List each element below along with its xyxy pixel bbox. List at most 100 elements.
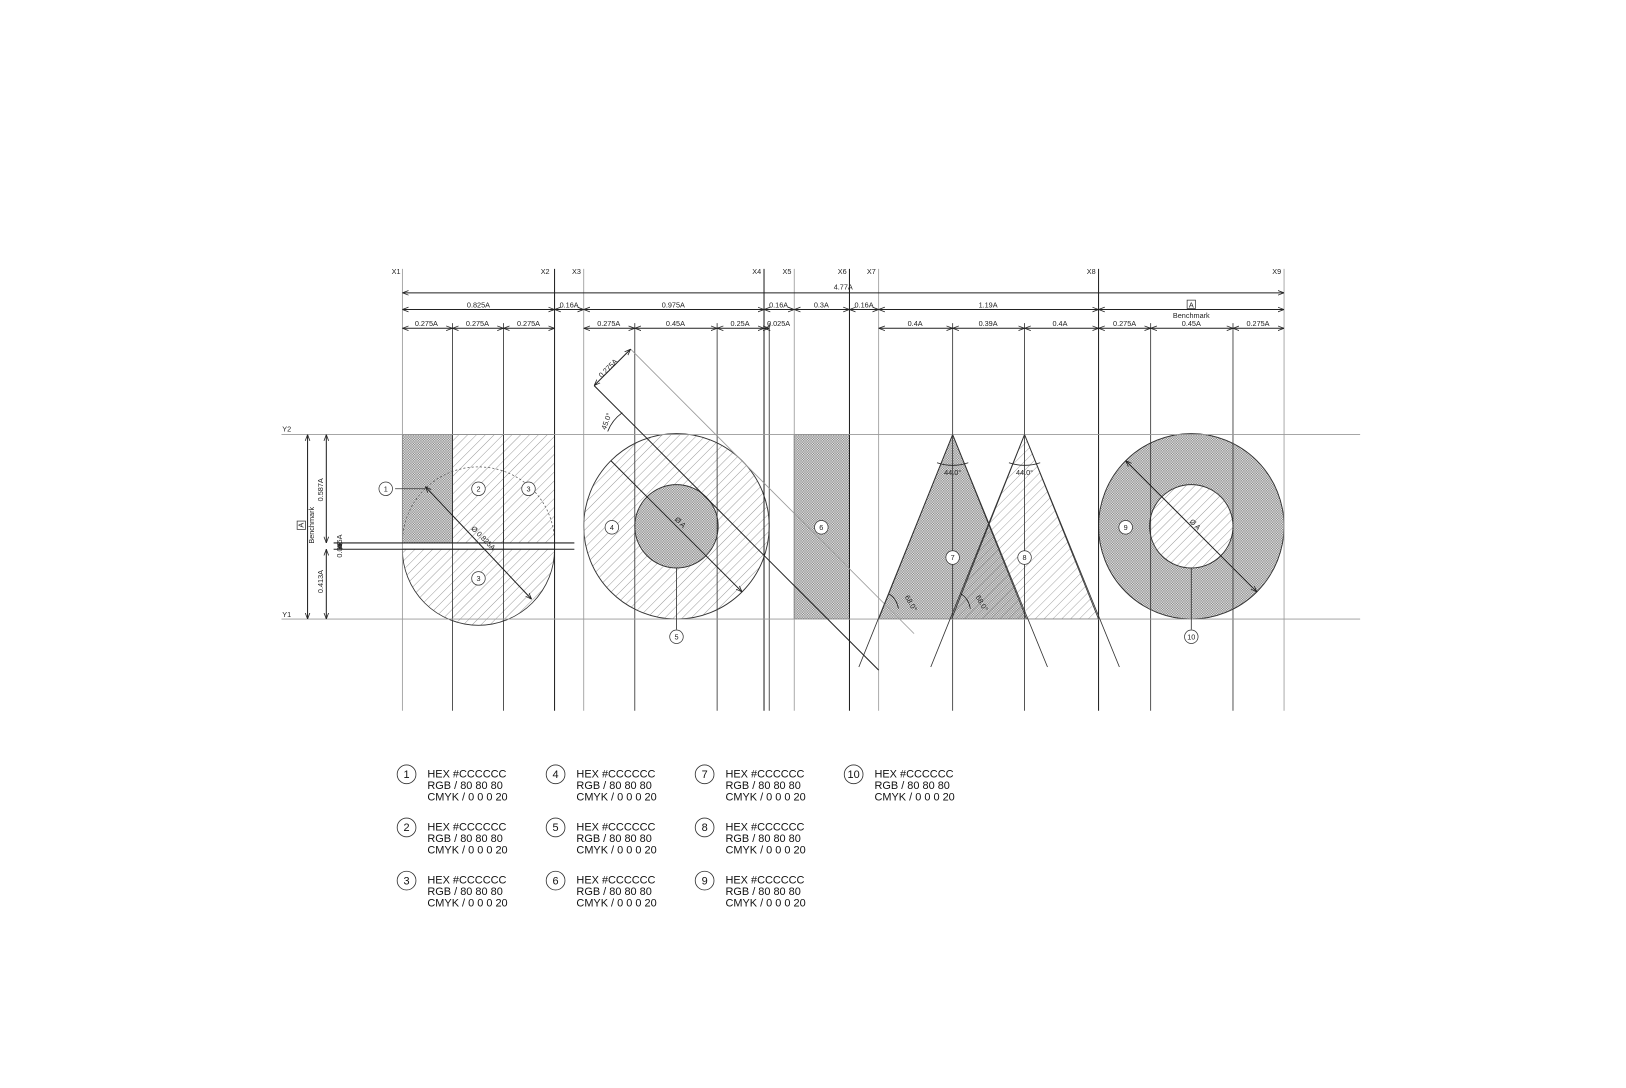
legend-cmyk: CMYK / 0 0 0 20 (725, 845, 805, 857)
callout-number: 4 (610, 523, 614, 532)
dimension-label: 0.16A (769, 300, 788, 309)
dimension-total: 4.77A (834, 283, 853, 292)
callout-circle (1118, 520, 1133, 535)
dimension-label: 0.025A (767, 319, 790, 328)
dimension-label: 0.275A (1113, 319, 1136, 328)
axis-label-x: X6 (838, 267, 847, 276)
axis-label-x: X3 (572, 267, 581, 276)
callout-number: 8 (1023, 553, 1027, 562)
callout-number: 2 (476, 484, 480, 493)
dimension-label: 0.45A (1182, 319, 1201, 328)
diameter-line (1126, 461, 1257, 592)
legend-swatch-circle (545, 817, 566, 838)
axis-label-x: X9 (1272, 267, 1281, 276)
callout-circle (945, 550, 960, 565)
guide-lines (281, 268, 1361, 711)
dimension-label: 0.275A (517, 319, 540, 328)
legend-cmyk: CMYK / 0 0 0 20 (576, 791, 656, 803)
diameter-line (425, 487, 531, 600)
callout-circle (1184, 629, 1199, 644)
dimension-label: 0.25A (731, 319, 750, 328)
legend-cmyk: CMYK / 0 0 0 20 (874, 791, 954, 803)
legend-hex: HEX #CCCCCC (427, 822, 506, 834)
legend-hex: HEX #CCCCCC (576, 822, 655, 834)
dimension-label: 0.3A (814, 300, 829, 309)
legend-swatch-circle (694, 764, 715, 785)
shape-3-bottom (401, 548, 555, 626)
legend-number: 4 (553, 769, 559, 781)
dimension-label: 0.975A (662, 300, 685, 309)
axis-label-x: X8 (1087, 267, 1096, 276)
angle-arc (1008, 462, 1041, 466)
diagonal-line (593, 385, 880, 671)
legend-cmyk: CMYK / 0 0 0 20 (427, 791, 507, 803)
callout-number: 9 (1124, 523, 1128, 532)
legend-hex: HEX #CCCCCC (576, 875, 655, 887)
callout-circle (378, 481, 393, 496)
extension-line (930, 434, 1025, 668)
dimension-label: 0.587A (316, 478, 325, 501)
dimension-label: 0.4A (908, 319, 923, 328)
legend-cmyk: CMYK / 0 0 0 20 (576, 898, 656, 910)
legend-hex: HEX #CCCCCC (874, 768, 953, 780)
legend-swatch-circle (545, 764, 566, 785)
dimension-label: 0.39A (979, 319, 998, 328)
dimension-label: 0.275A (415, 319, 438, 328)
legend-number: 1 (404, 769, 410, 781)
legend-cmyk: CMYK / 0 0 0 20 (725, 898, 805, 910)
axis-label-x: X1 (392, 267, 401, 276)
legend-hex: HEX #CCCCCC (725, 875, 804, 887)
benchmark-box-label: A (296, 523, 305, 528)
legend-swatch-circle (843, 764, 864, 785)
dimension-label: 0.16A (855, 300, 874, 309)
axis-label-x: X2 (541, 267, 550, 276)
legend-number: 2 (404, 822, 410, 834)
axis-label-x: X5 (782, 267, 791, 276)
legend-rgb: RGB / 80 80 80 (725, 833, 800, 845)
callout-number: 3 (476, 574, 480, 583)
legend-rgb: RGB / 80 80 80 (576, 833, 651, 845)
legend-swatch-circle (396, 870, 417, 891)
diameter-line (610, 460, 742, 592)
filled-shapes (401, 433, 1285, 626)
extension-line (952, 434, 1048, 668)
legend-number: 6 (553, 875, 559, 887)
legend-swatch-circle (694, 817, 715, 838)
legend-number: 10 (848, 769, 860, 781)
legend-rgb: RGB / 80 80 80 (427, 833, 502, 845)
callout-number: 1 (384, 484, 388, 493)
legend-number: 3 (404, 875, 410, 887)
callout-circle (669, 629, 684, 644)
legend-swatch-circle (545, 870, 566, 891)
angle-arc (960, 593, 971, 609)
legend-hex: HEX #CCCCCC (576, 768, 655, 780)
construction-circle (402, 466, 555, 543)
dimension-label: 0.275A (597, 357, 620, 380)
callout-circle (1017, 550, 1032, 565)
legend-number: 9 (702, 875, 708, 887)
legend-rgb: RGB / 80 80 80 (427, 886, 502, 898)
axis-label-y: Y2 (282, 424, 291, 433)
angle-label: 44.0° (944, 468, 961, 477)
dimension-label: 0.825A (467, 300, 490, 309)
legend-rgb: RGB / 80 80 80 (576, 780, 651, 792)
legend-rgb: RGB / 80 80 80 (725, 886, 800, 898)
dimension-label: 0.275A (1246, 319, 1269, 328)
dimension-label: 0.16A (560, 300, 579, 309)
benchmark-label: Benchmark (307, 506, 316, 543)
dimension-label: 1.19A (979, 300, 998, 309)
diagonal-line-2 (630, 348, 915, 634)
legend-swatch-circle (694, 870, 715, 891)
legend-swatch-circle (396, 764, 417, 785)
legend-hex: HEX #CCCCCC (725, 822, 804, 834)
legend-cmyk: CMYK / 0 0 0 20 (427, 898, 507, 910)
legend-hex: HEX #CCCCCC (427, 875, 506, 887)
legend-hex: HEX #CCCCCC (725, 768, 804, 780)
angle-arc (607, 412, 623, 432)
dimension-label: 0.035A (335, 534, 344, 557)
extension-line (858, 434, 954, 668)
legend-hex: HEX #CCCCCC (427, 768, 506, 780)
legend-number: 7 (702, 769, 708, 781)
dimension-label: 0.275A (466, 319, 489, 328)
